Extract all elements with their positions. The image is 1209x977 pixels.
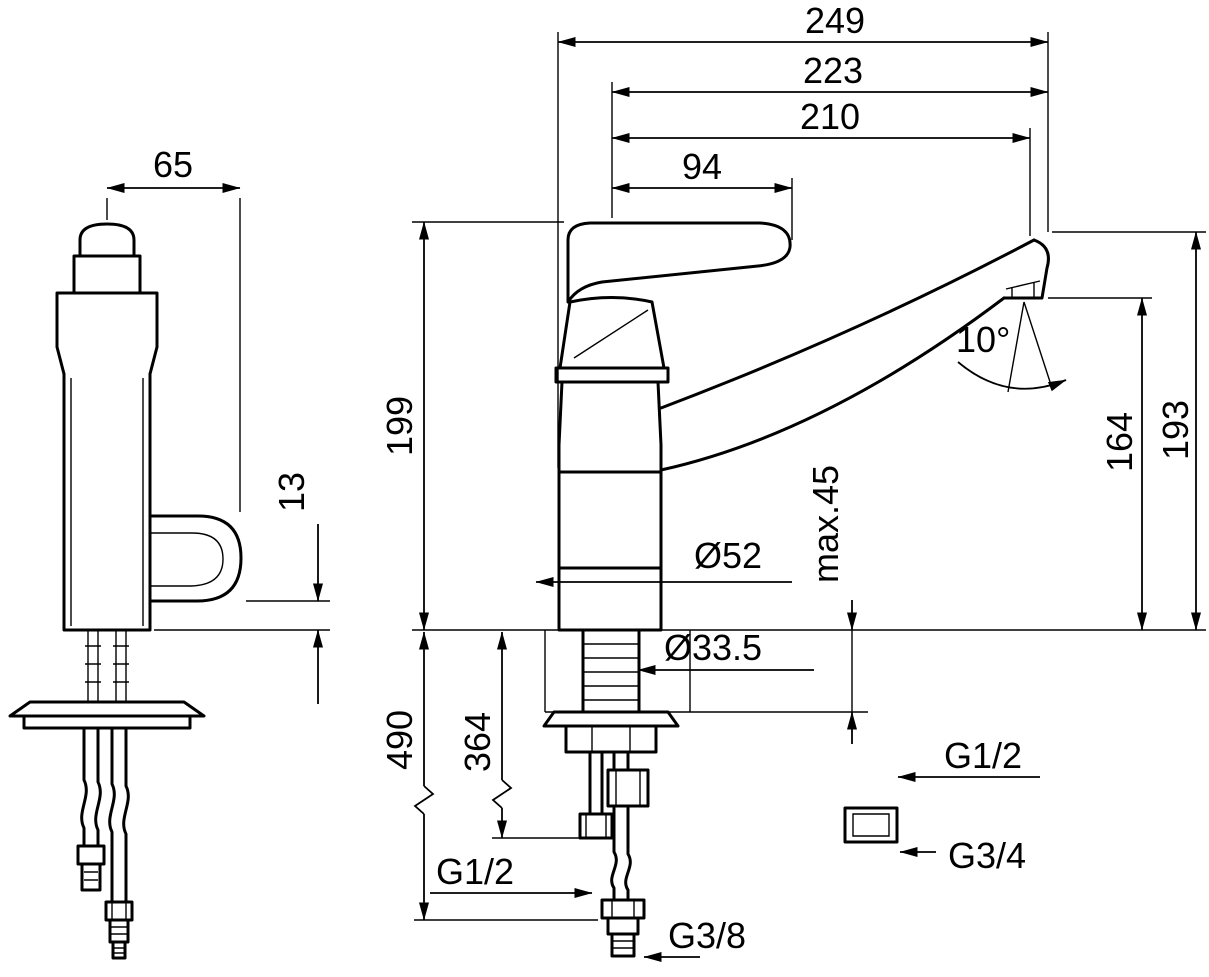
adapter-detail: G1/2 G3/4 [843, 735, 1040, 876]
dim-199-label: 199 [379, 396, 420, 456]
dim-210-label: 210 [800, 96, 860, 137]
dim-164-label: 164 [1099, 412, 1140, 472]
thread-g34-label: G3/4 [948, 835, 1026, 876]
angle-10-label: 10° [956, 319, 1010, 360]
side-view-dimensions: 65 13 [106, 144, 330, 704]
thread-g12-right-label: G1/2 [944, 735, 1022, 776]
dim-max45-label: max.45 [805, 465, 846, 583]
dim-490-label: 490 [379, 710, 420, 770]
dim-223-label: 223 [803, 50, 863, 91]
front-view-dimensions: 249 223 210 94 199 193 164 10° max.45 Ø5… [379, 0, 1206, 962]
dim-13-label: 13 [271, 472, 312, 512]
dim-d335-label: Ø33.5 [664, 627, 762, 668]
thread-g12-bottom-label: G1/2 [436, 851, 514, 892]
dim-364-label: 364 [457, 712, 498, 772]
dim-65-label: 65 [153, 144, 193, 185]
dim-249-label: 249 [805, 0, 865, 41]
dim-d52-label: Ø52 [694, 535, 762, 576]
dim-193-label: 193 [1155, 400, 1196, 460]
faucet-front-view [542, 221, 1050, 958]
dim-94-label: 94 [682, 146, 722, 187]
thread-g38-label: G3/8 [668, 915, 746, 956]
faucet-side-view [8, 222, 243, 960]
